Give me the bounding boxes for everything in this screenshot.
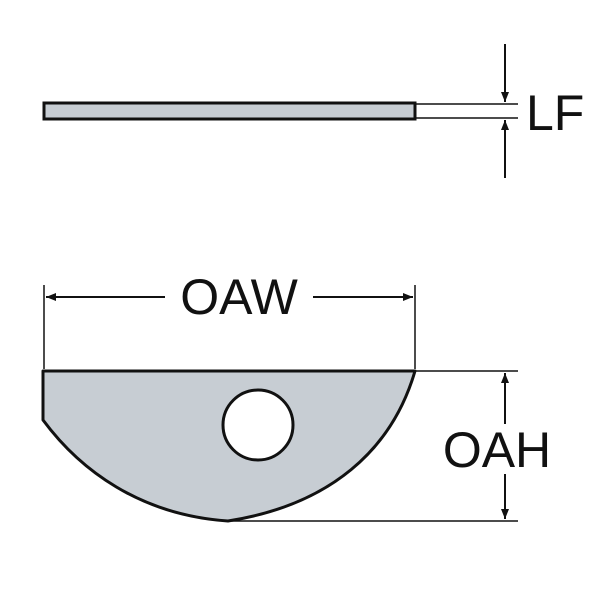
side-view-plate: [42, 101, 417, 121]
front-view: [41, 369, 417, 523]
lf-label: LF: [526, 85, 584, 141]
side-view: [42, 101, 417, 121]
oaw-label: OAW: [180, 269, 298, 325]
mounting-hole: [221, 388, 295, 462]
lf-dimension: LF: [415, 44, 584, 178]
oaw-dimension: OAW: [43, 269, 416, 369]
oah-label: OAH: [443, 422, 551, 478]
oah-dimension: OAH: [228, 370, 551, 522]
